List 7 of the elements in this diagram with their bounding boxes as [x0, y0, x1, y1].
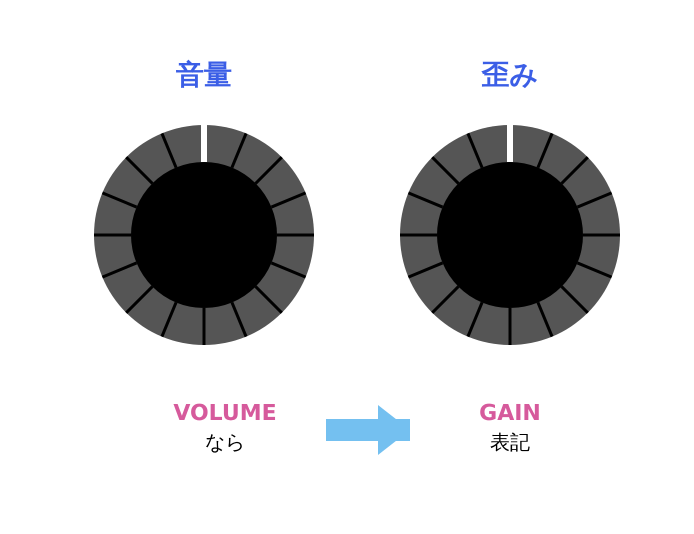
caption-text: 表記 [490, 429, 530, 456]
caption-text: なら [205, 429, 245, 456]
knob-heading: 音量 [176, 58, 232, 92]
arrow [326, 405, 410, 455]
parameter-name: VOLUME [173, 400, 277, 428]
knob-heading: 歪み [482, 58, 538, 92]
parameter-name: GAIN [479, 400, 541, 428]
